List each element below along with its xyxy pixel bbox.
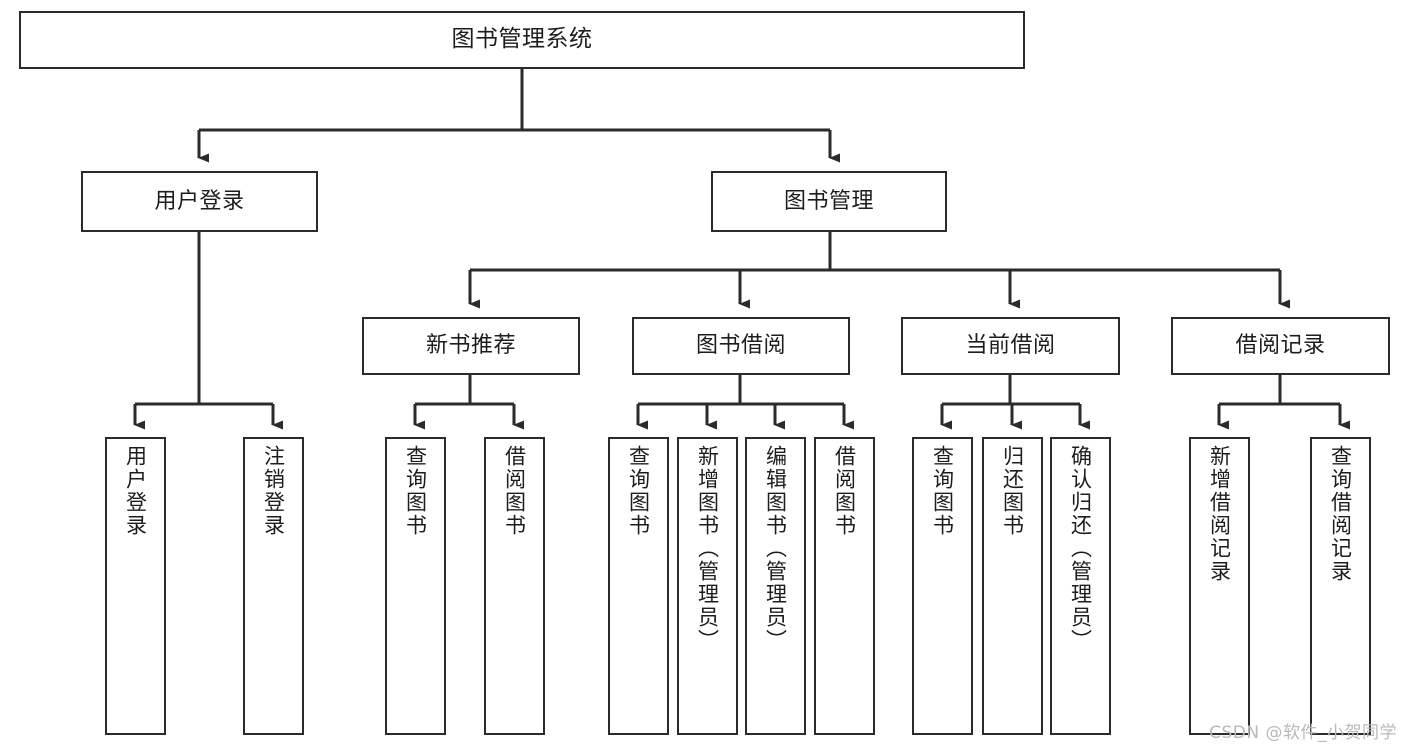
node-leaf-borrow-book-new[interactable]: 借阅图书 (484, 437, 545, 735)
node-leaf-add-book-admin[interactable]: 新增图书（管理员） (677, 437, 738, 735)
node-user-login-label: 用户登录 (154, 188, 245, 214)
node-book-management[interactable]: 图书管理 (711, 171, 947, 232)
node-new-book-recommend[interactable]: 新书推荐 (362, 317, 580, 375)
node-borrow-records[interactable]: 借阅记录 (1171, 317, 1390, 375)
node-leaf-edit-book-admin-label: 编辑图书（管理员） (763, 445, 788, 652)
node-leaf-query-borrow-record-label: 查询借阅记录 (1328, 445, 1353, 583)
node-leaf-edit-book-admin[interactable]: 编辑图书（管理员） (745, 437, 806, 735)
node-leaf-user-login-label: 用户登录 (123, 445, 148, 537)
node-new-book-recommend-label: 新书推荐 (425, 333, 516, 359)
node-current-borrow-label: 当前借阅 (965, 333, 1056, 359)
node-leaf-return-book[interactable]: 归还图书 (982, 437, 1043, 735)
csdn-watermark: CSDN @软件_小贺同学 (1209, 723, 1397, 743)
node-book-management-label: 图书管理 (783, 188, 874, 214)
node-leaf-query-borrow-record[interactable]: 查询借阅记录 (1310, 437, 1371, 735)
node-leaf-query-book-current-label: 查询图书 (930, 445, 955, 537)
node-leaf-add-borrow-record-label: 新增借阅记录 (1207, 445, 1232, 583)
node-leaf-query-book-new[interactable]: 查询图书 (385, 437, 446, 735)
node-leaf-borrow-book-new-label: 借阅图书 (502, 445, 527, 537)
node-leaf-query-book-borrow-label: 查询图书 (626, 445, 651, 537)
node-leaf-confirm-return-admin[interactable]: 确认归还（管理员） (1050, 437, 1111, 735)
node-leaf-borrow-book-label: 借阅图书 (832, 445, 857, 537)
node-root[interactable]: 图书管理系统 (19, 11, 1025, 69)
node-leaf-add-book-admin-label: 新增图书（管理员） (695, 445, 720, 652)
node-book-borrow[interactable]: 图书借阅 (632, 317, 850, 375)
node-leaf-query-book-borrow[interactable]: 查询图书 (608, 437, 669, 735)
node-borrow-records-label: 借阅记录 (1235, 333, 1326, 359)
node-book-borrow-label: 图书借阅 (695, 333, 786, 359)
node-leaf-return-book-label: 归还图书 (1000, 445, 1025, 537)
node-leaf-user-login[interactable]: 用户登录 (105, 437, 166, 735)
node-leaf-query-book-current[interactable]: 查询图书 (912, 437, 973, 735)
node-leaf-confirm-return-admin-label: 确认归还（管理员） (1068, 445, 1093, 652)
node-leaf-borrow-book[interactable]: 借阅图书 (814, 437, 875, 735)
node-leaf-logout-label: 注销登录 (261, 445, 286, 537)
node-leaf-query-book-new-label: 查询图书 (403, 445, 428, 537)
node-current-borrow[interactable]: 当前借阅 (901, 317, 1120, 375)
node-user-login[interactable]: 用户登录 (81, 171, 318, 232)
node-leaf-add-borrow-record[interactable]: 新增借阅记录 (1189, 437, 1250, 735)
node-root-label: 图书管理系统 (451, 26, 593, 53)
node-leaf-logout[interactable]: 注销登录 (243, 437, 304, 735)
